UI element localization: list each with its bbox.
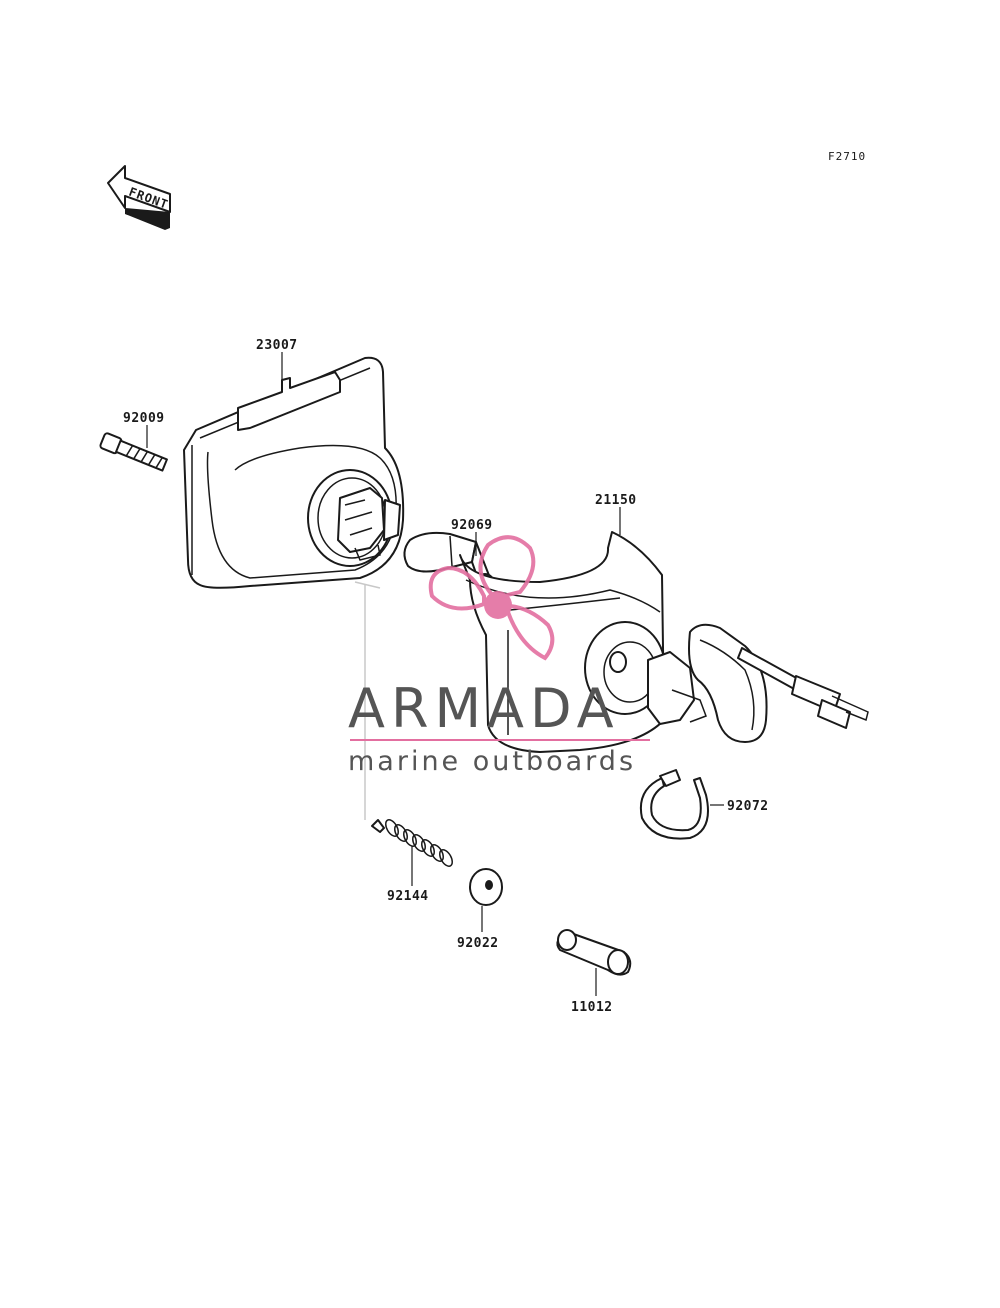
part-number-92022: 92022	[457, 936, 499, 951]
watermark-subtitle: marine outboards	[348, 746, 636, 777]
clamp	[640, 769, 709, 840]
part-number-92144: 92144	[387, 889, 429, 904]
headlight-housing	[183, 356, 405, 589]
part-number-11012: 11012	[571, 1000, 613, 1015]
collar	[556, 929, 632, 976]
part-number-21150: 21150	[595, 493, 637, 508]
spring	[371, 819, 453, 867]
leader-lines	[146, 352, 724, 996]
part-number-92072: 92072	[727, 799, 769, 814]
bolt	[99, 432, 168, 472]
front-arrow: FRONT	[107, 165, 171, 230]
part-number-92069: 92069	[451, 518, 493, 533]
part-number-23007: 23007	[256, 338, 298, 353]
watermark-title: ARMADA	[348, 677, 620, 740]
propeller-logo-icon	[428, 535, 555, 661]
cover-assembly	[459, 531, 869, 753]
washer	[469, 868, 503, 906]
part-number-92009: 92009	[123, 411, 165, 426]
armada-watermark: ARMADA marine outboards	[348, 535, 650, 777]
diagram-code: F2710	[828, 150, 866, 163]
guide-line	[354, 581, 381, 589]
